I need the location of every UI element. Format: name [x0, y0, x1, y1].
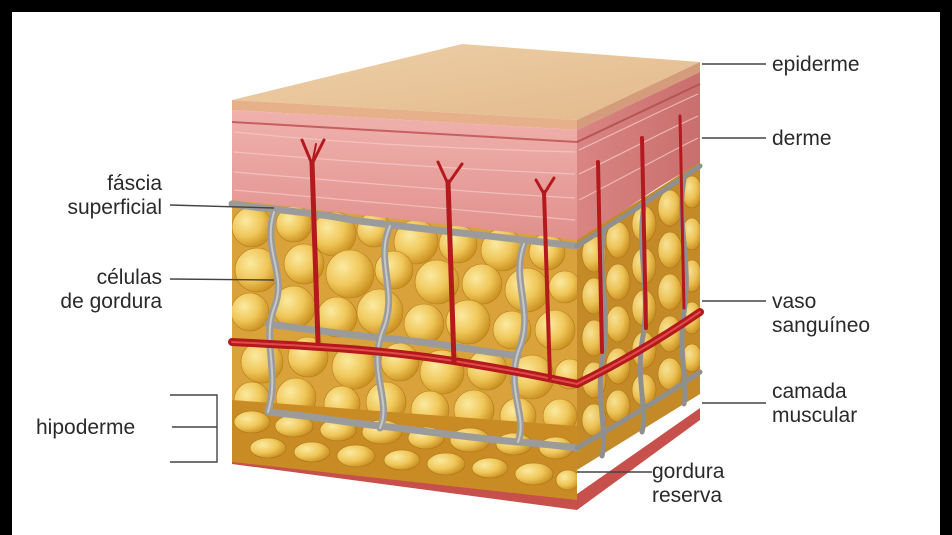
label-epiderme: epiderme — [772, 53, 860, 76]
label-camada-line1: camada — [772, 380, 847, 403]
label-fascia-line2: superficial — [67, 196, 162, 219]
label-fascia-line1: fáscia — [107, 172, 162, 195]
label-derme: derme — [772, 127, 832, 150]
label-celulas-line2: de gordura — [60, 290, 162, 313]
label-celulas-line1: células — [97, 266, 162, 289]
label-vaso-line2: sanguíneo — [772, 314, 870, 337]
label-vaso-line1: vaso — [772, 290, 816, 313]
label-camada-line2: muscular — [772, 404, 857, 427]
label-gordura-line2: reserva — [652, 484, 722, 507]
label-hipoderme: hipoderme — [36, 416, 135, 439]
label-gordura-line1: gordura — [652, 460, 724, 483]
diagram-frame: epiderme derme fáscia superficial célula… — [12, 12, 940, 535]
